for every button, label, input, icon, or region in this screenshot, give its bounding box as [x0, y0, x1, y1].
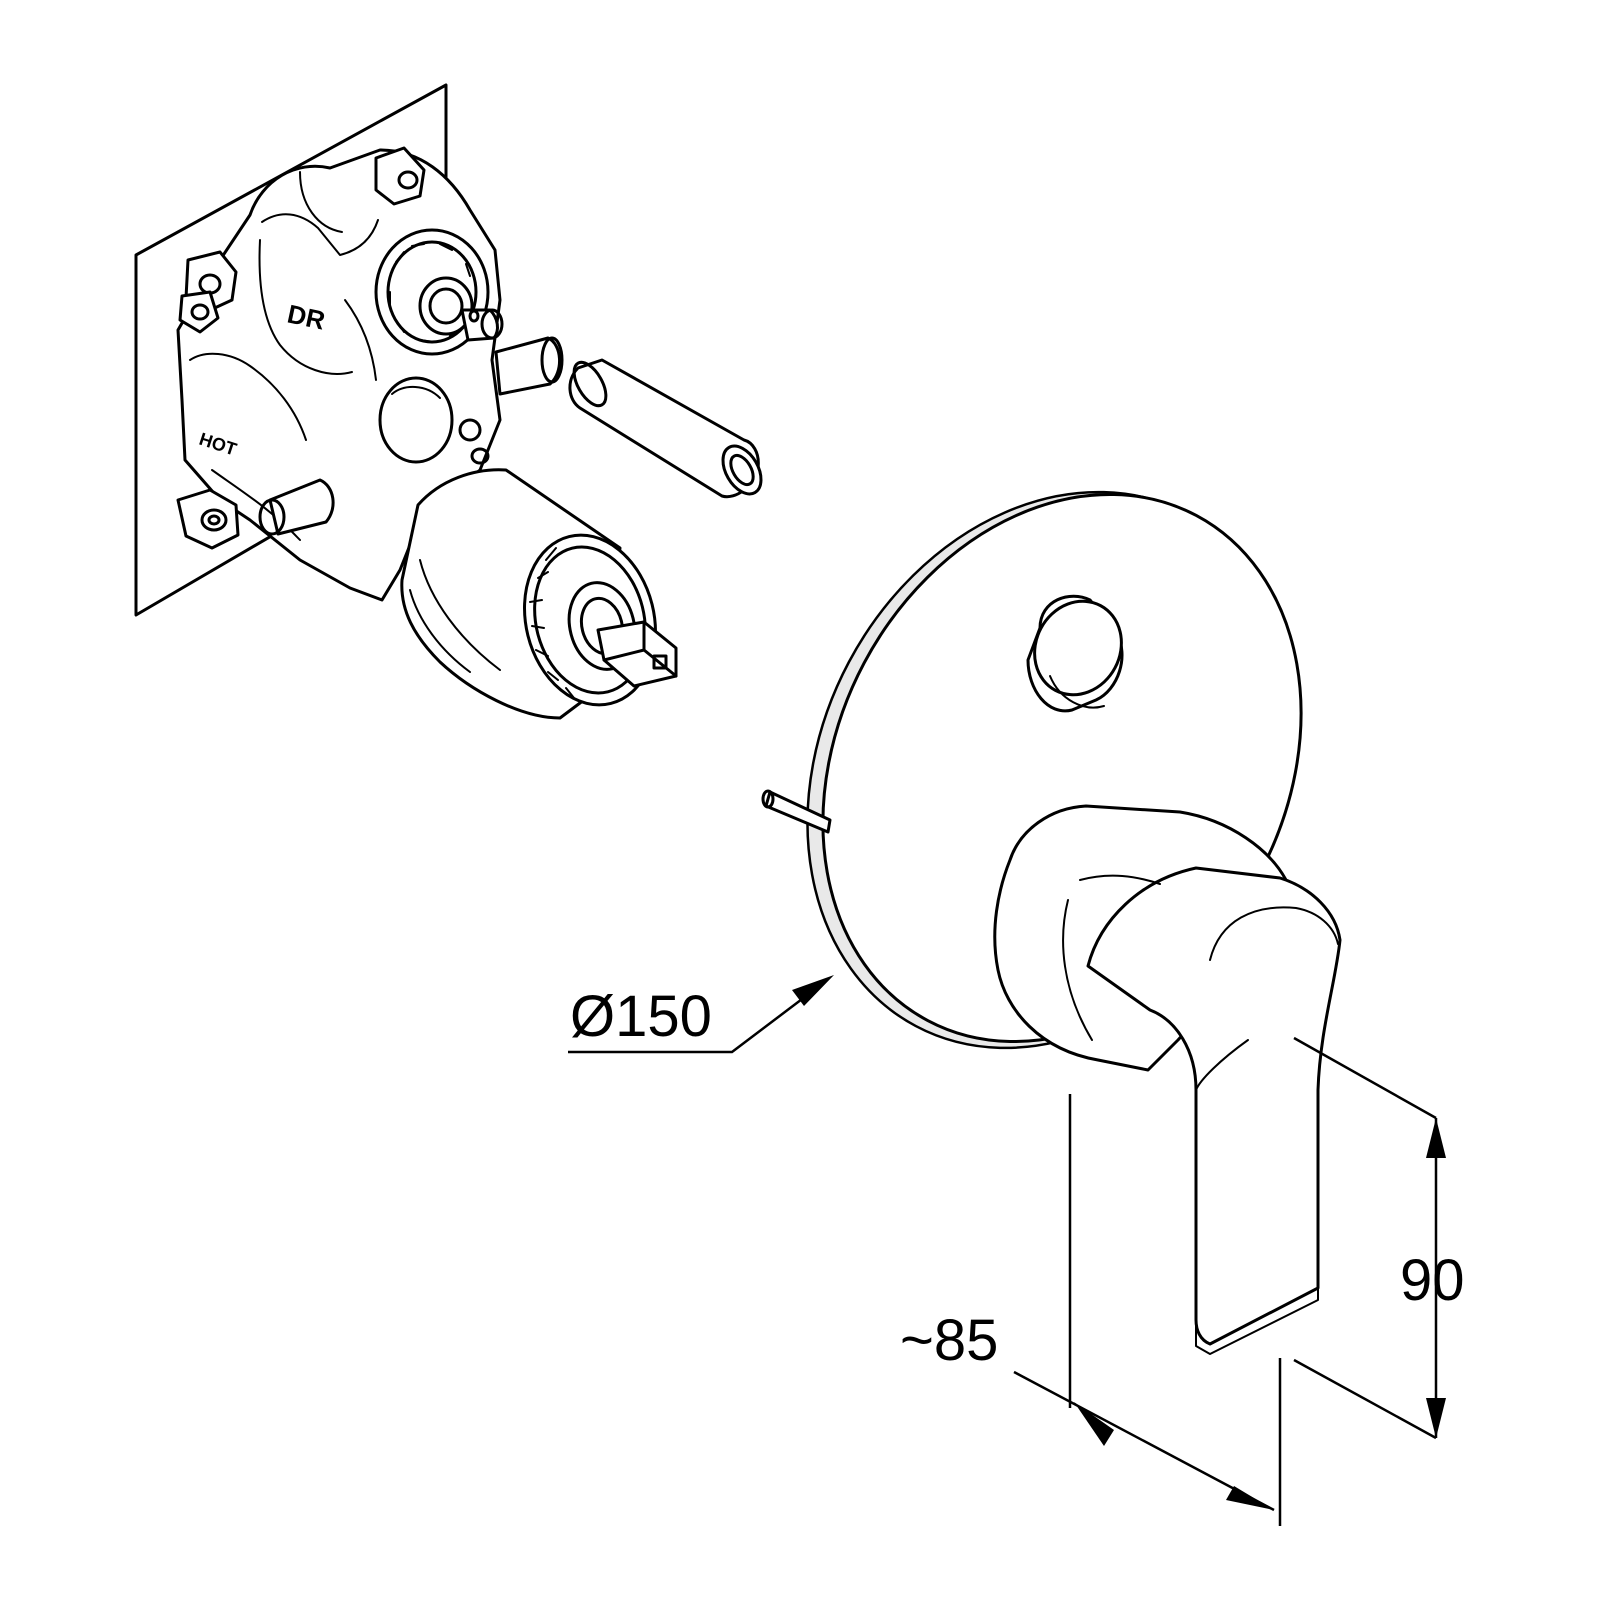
casting-detail: [258, 239, 353, 375]
diameter-label: Ø150: [570, 984, 712, 1049]
diameter-dimension: Ø150: [568, 975, 834, 1054]
extension-sleeve: [568, 358, 763, 499]
mounting-lug-left-lower: [176, 488, 240, 550]
fixing-pin: [761, 789, 832, 834]
casting-detail: [261, 213, 379, 256]
diverter-knob: [1026, 594, 1124, 713]
mixer-cartridge: [400, 468, 678, 720]
diverter-cartridge: [374, 228, 504, 356]
outlet-nipple: [494, 336, 564, 396]
casting-detail: [299, 171, 343, 233]
depth-dimension: ~85: [900, 1094, 1282, 1526]
mounting-lug-left-upper: [178, 250, 238, 334]
casting-detail: [344, 299, 377, 381]
mounting-lug-top-right: [374, 146, 426, 206]
rough-in-valve-body: DR HOT: [134, 83, 763, 720]
height-label: 90: [1400, 1248, 1465, 1313]
trim-assembly: Ø150 ~85 90: [568, 490, 1465, 1526]
inlet-nipple: [258, 478, 335, 536]
height-dimension: 90: [1293, 1036, 1465, 1440]
casting-detail: [189, 352, 307, 441]
depth-label: ~85: [900, 1308, 998, 1373]
lever-handle: [993, 804, 1342, 1355]
center-port: [378, 376, 490, 465]
